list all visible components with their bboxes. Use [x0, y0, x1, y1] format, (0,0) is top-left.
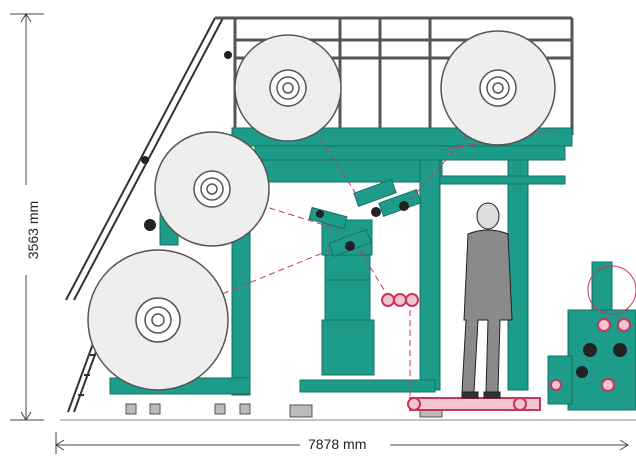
- paper-roll-top-right: [440, 30, 556, 146]
- height-dimension-label: 3563 mm: [25, 185, 41, 275]
- splice-rollers: [381, 293, 419, 307]
- mechanism-details: [141, 51, 409, 251]
- floor-feet: [125, 403, 443, 418]
- right-unit-dark-rollers: [576, 343, 627, 378]
- paper-roll-top-left: [234, 34, 342, 142]
- paper-roll-middle: [154, 131, 270, 247]
- right-unit-arc: [587, 265, 636, 315]
- web-base-path: [407, 397, 541, 411]
- width-dimension-label: 7878 mm: [302, 436, 373, 452]
- paper-roll-bottom: [87, 249, 229, 391]
- person-figure: [461, 202, 513, 399]
- width-dimension: [55, 432, 629, 454]
